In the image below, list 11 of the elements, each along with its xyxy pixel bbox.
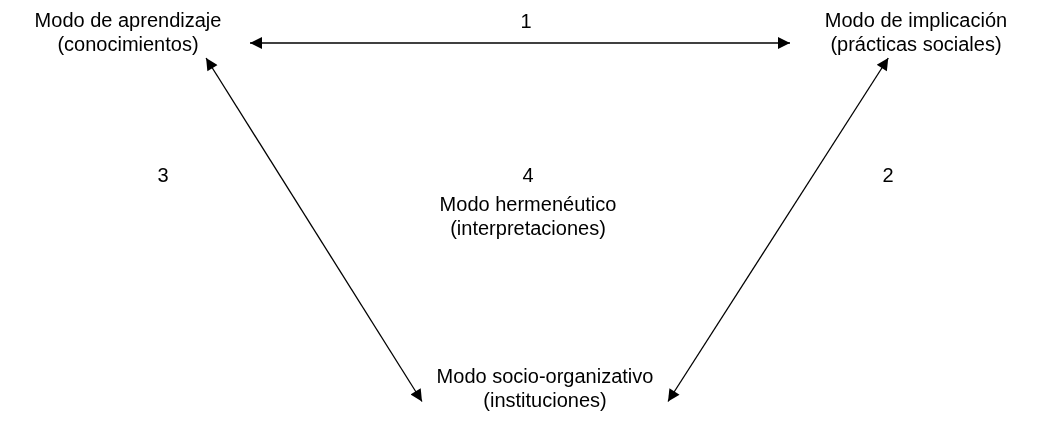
double-arrow [667, 57, 889, 403]
mode-label: Modo de implicación (prácticas sociales) [823, 8, 1009, 56]
mode-label: Modo hermenéutico (interpretaciones) [438, 192, 618, 240]
mode-label: Modo de aprendizaje (conocimientos) [33, 8, 223, 56]
mode-label: Modo socio-organizativo (instituciones) [435, 364, 655, 412]
number-label: 4 [522, 163, 534, 187]
double-arrow [249, 37, 791, 49]
number-label: 2 [882, 163, 894, 187]
number-label: 1 [520, 9, 532, 33]
number-label: 3 [157, 163, 169, 187]
double-arrow [205, 57, 423, 403]
